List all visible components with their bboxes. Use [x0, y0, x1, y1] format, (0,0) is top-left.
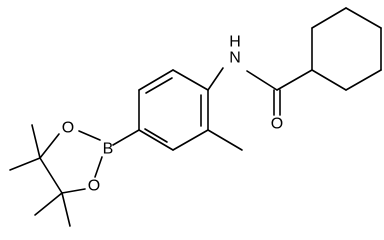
- bond: [138, 129, 174, 151]
- methyl-bond: [207, 129, 243, 151]
- bond: [34, 192, 63, 216]
- bond: [311, 69, 347, 91]
- bond: [39, 133, 60, 159]
- bond: [9, 157, 41, 171]
- methyl-groups: [9, 124, 71, 227]
- atom-label-h: H: [229, 34, 241, 51]
- bond: [144, 128, 168, 143]
- atom-label-o-ring-top: O: [62, 120, 74, 137]
- bond: [94, 156, 103, 178]
- bond: [61, 192, 71, 227]
- bond: [345, 7, 382, 29]
- cyclohexane-ring: [311, 7, 382, 91]
- atom-label-b: B: [103, 141, 114, 158]
- bond: [61, 188, 86, 194]
- bond: [276, 69, 313, 91]
- bond: [78, 130, 101, 141]
- atom-label-o-carbonyl: O: [271, 116, 283, 133]
- bond: [172, 69, 209, 91]
- bond: [207, 67, 224, 91]
- bond: [31, 124, 41, 159]
- atom-label-o-ring-bottom: O: [88, 178, 100, 195]
- amide-group: [207, 67, 313, 116]
- bond: [39, 157, 63, 194]
- bond: [246, 70, 278, 91]
- bond: [145, 77, 173, 94]
- dioxaborolane-ring: [39, 130, 103, 194]
- aryl-boron-bond: [112, 129, 140, 146]
- atom-labels: N H O B O O: [62, 34, 283, 195]
- bond: [311, 7, 347, 29]
- bond: [172, 129, 209, 151]
- bond: [138, 69, 174, 91]
- benzene-ring: [138, 69, 209, 151]
- bond: [345, 69, 382, 91]
- atom-label-n: N: [229, 50, 241, 67]
